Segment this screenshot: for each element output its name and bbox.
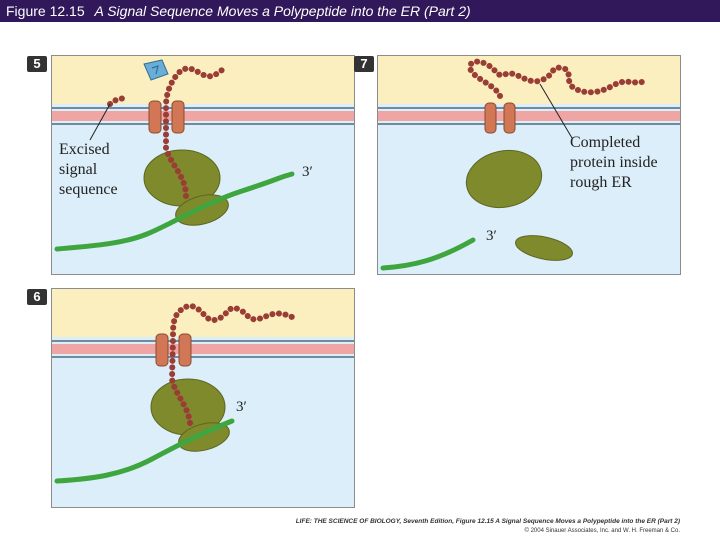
mrna-3-prime-label: 3′ (302, 164, 313, 180)
panel-step-7: Completed protein inside rough ER 3′ (377, 55, 681, 275)
er-membrane (378, 107, 680, 125)
er-membrane (52, 107, 354, 125)
mrna-3-prime-label: 3′ (486, 228, 497, 244)
panel-step-5: Excised signal sequence 3′ (51, 55, 355, 275)
polypeptide-chain (168, 303, 295, 426)
excised-signal-sequence-label: Excised signal sequence (59, 141, 118, 198)
polypeptide-chain (163, 65, 225, 199)
er-membrane (52, 340, 354, 358)
er-lumen (52, 56, 354, 104)
panel-6-illustration (52, 289, 354, 484)
mrna-strand (380, 237, 476, 271)
ribosome-small-subunit (515, 235, 573, 261)
step-badge-5: 5 (27, 56, 47, 72)
panel-7-illustration (378, 56, 680, 271)
figure-number: Figure 12.15 (6, 3, 85, 19)
mrna-strand (54, 171, 295, 252)
step-badge-7: 7 (354, 56, 374, 72)
ribosome (150, 378, 230, 452)
step-badge-6: 6 (27, 289, 47, 305)
footer-copyright: © 2004 Sinauer Associates, Inc. and W. H… (524, 528, 681, 534)
mrna-strand (54, 418, 235, 484)
figure-title-bar: Figure 12.15 A Signal Sequence Moves a P… (0, 0, 720, 22)
label-pointer-line (539, 83, 573, 139)
ribosome-large-subunit (465, 149, 543, 209)
translocon-channel (155, 333, 192, 367)
signal-sequence-fragment (107, 95, 127, 107)
mrna-3-prime-label: 3′ (236, 399, 247, 415)
translocon-channel-closed (484, 102, 516, 134)
signal-recognition-particle (143, 59, 169, 81)
figure-caption: A Signal Sequence Moves a Polypeptide in… (94, 3, 471, 19)
panel-5-illustration (52, 56, 354, 252)
panel-step-6: 3′ (51, 288, 355, 508)
footer-citation: LIFE: THE SCIENCE OF BIOLOGY, Seventh Ed… (295, 518, 680, 525)
completed-protein-label: Completed protein inside rough ER (570, 134, 658, 191)
label-pointer-line (89, 103, 111, 141)
translocon-channel (148, 100, 185, 134)
completed-protein-chain (467, 58, 645, 99)
